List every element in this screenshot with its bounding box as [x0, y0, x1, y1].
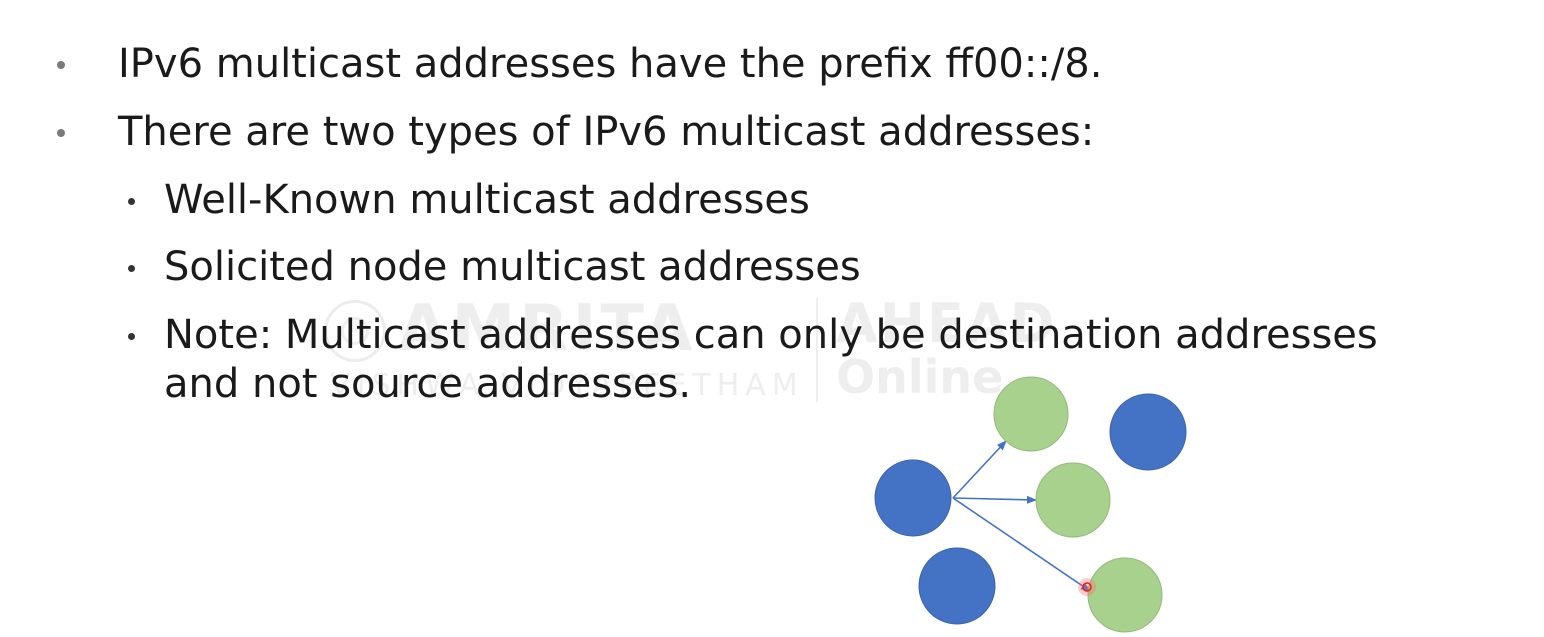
sub-bullet-text: Well-Known multicast addresses [164, 177, 810, 223]
non-member-node [1109, 393, 1187, 471]
note-line-1: Note: Multicast addresses can only be de… [164, 312, 1378, 358]
receiver-node [1087, 557, 1163, 633]
bullet-text: There are two types of IPv6 multicast ad… [118, 109, 1095, 155]
bullet-dot-icon [128, 198, 135, 205]
bullet-dot-icon [57, 129, 65, 137]
arrow-to-receiver-1 [952, 440, 1007, 499]
receiver-node [993, 376, 1069, 452]
non-member-node [918, 547, 996, 625]
bullet-dot-icon [128, 333, 135, 340]
arrow-to-receiver-3 [952, 497, 1091, 592]
receiver-node [1035, 462, 1111, 538]
laser-pointer-icon [1082, 582, 1092, 592]
bullet-types: There are two types of IPv6 multicast ad… [57, 108, 1095, 156]
bullet-dot-icon [128, 265, 135, 272]
note-line-2: and not source addresses. [164, 361, 692, 407]
arrow-to-receiver-2 [952, 495, 1037, 504]
sub-bullet-solicited-node: Solicited node multicast addresses [128, 243, 861, 292]
sub-bullet-text: Solicited node multicast addresses [164, 244, 861, 290]
sub-bullet-well-known: Well-Known multicast addresses [128, 176, 810, 225]
sub-bullet-note: Note: Multicast addresses can only be de… [128, 311, 1378, 409]
bullet-text: IPv6 multicast addresses have the prefix… [118, 41, 1103, 87]
bullet-prefix: IPv6 multicast addresses have the prefix… [57, 40, 1103, 88]
sender-node [874, 459, 952, 537]
bullet-dot-icon [57, 61, 65, 69]
pointer-highlight-icon [1078, 578, 1096, 596]
